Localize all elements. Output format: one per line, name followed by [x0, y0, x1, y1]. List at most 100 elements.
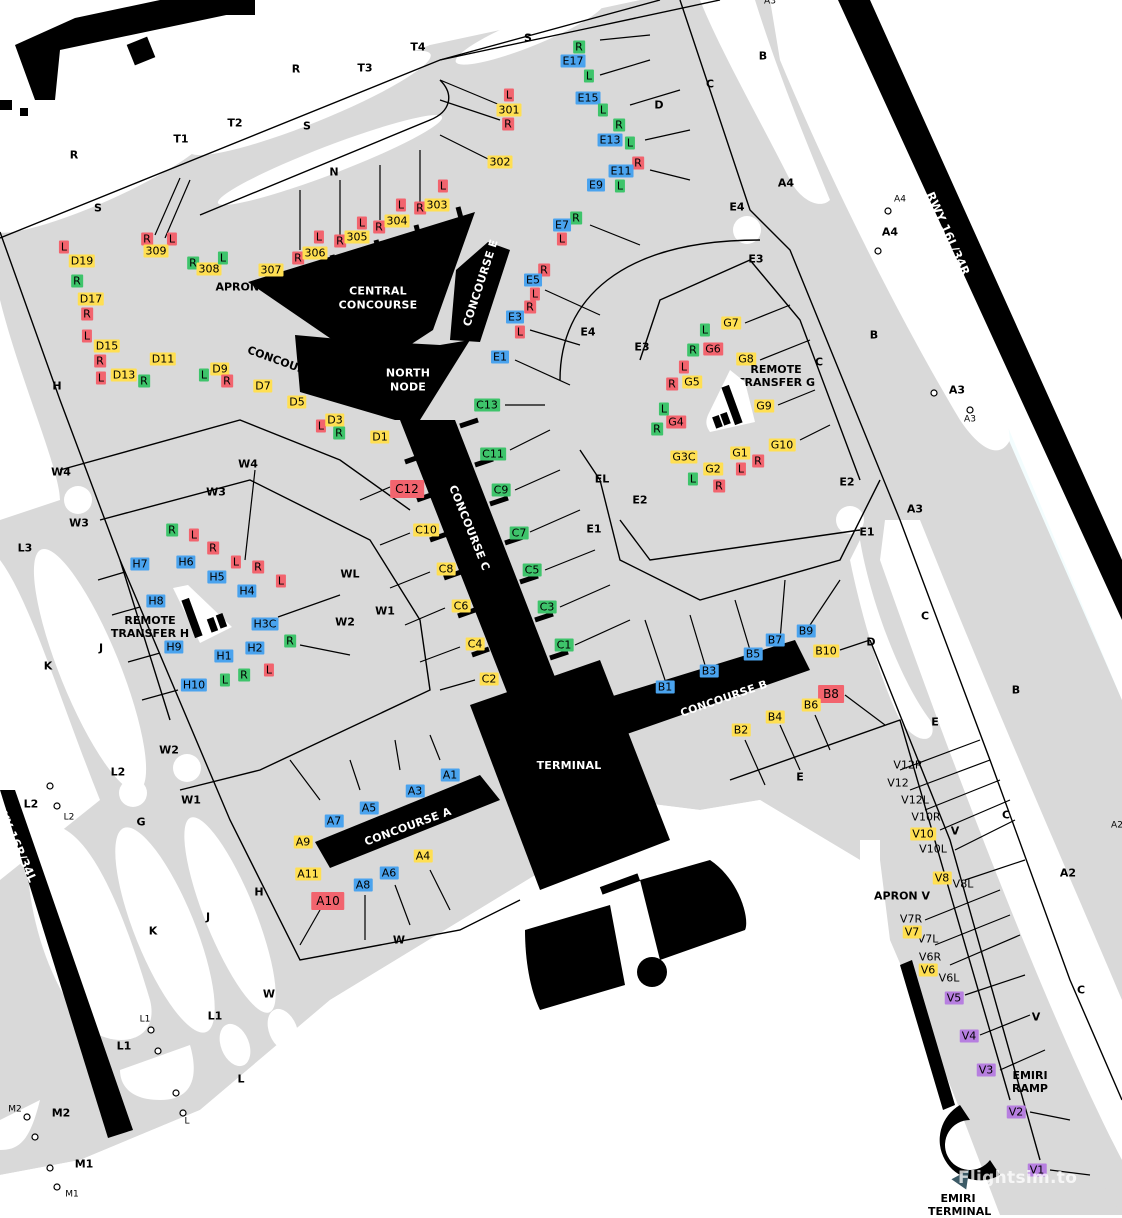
stand-badge[interactable]: R [166, 523, 178, 537]
stand-badge[interactable]: V5 [944, 991, 964, 1005]
stand-badge[interactable]: C13 [474, 398, 500, 412]
stand-badge[interactable]: H7 [130, 557, 150, 571]
stand-badge[interactable]: B1 [655, 680, 675, 694]
stand-badge[interactable]: L [217, 251, 229, 265]
stand-badge[interactable]: H8 [146, 594, 166, 608]
stand-badge[interactable]: B9 [796, 624, 816, 638]
stand-badge[interactable]: R [651, 422, 663, 436]
stand-badge[interactable]: A8 [353, 878, 373, 892]
stand-badge[interactable]: R [570, 211, 582, 225]
stand-badge[interactable]: R [292, 251, 304, 265]
stand-badge[interactable]: A10 [311, 892, 345, 910]
stand-badge[interactable]: B2 [731, 723, 751, 737]
stand-badge[interactable]: H10 [180, 678, 208, 692]
stand-badge[interactable]: L [583, 69, 595, 83]
stand-badge[interactable]: B10 [813, 644, 839, 658]
stand-badge[interactable]: L [263, 663, 275, 677]
stand-badge[interactable]: L [230, 555, 242, 569]
stand-badge[interactable]: V7 [902, 925, 922, 939]
stand-badge[interactable]: H2 [245, 641, 265, 655]
stand-badge[interactable]: D13 [110, 368, 138, 382]
stand-badge[interactable]: L [166, 232, 178, 246]
stand-badge[interactable]: A7 [324, 814, 344, 828]
stand-badge[interactable]: G1 [730, 446, 750, 460]
stand-badge[interactable]: C5 [522, 563, 542, 577]
stand-badge[interactable]: D9 [210, 362, 230, 376]
stand-badge[interactable]: E3 [506, 310, 524, 324]
stand-badge[interactable]: C7 [509, 526, 529, 540]
stand-badge[interactable]: A9 [293, 835, 313, 849]
stand-badge[interactable]: C1 [554, 638, 574, 652]
stand-badge[interactable]: V6 [918, 963, 938, 977]
stand-badge[interactable]: R [94, 354, 106, 368]
stand-badge[interactable]: E5 [524, 273, 542, 287]
stand-badge[interactable]: R [138, 374, 150, 388]
stand-badge[interactable]: E15 [575, 91, 601, 105]
stand-badge[interactable]: B7 [765, 633, 785, 647]
stand-badge[interactable]: L [313, 230, 325, 244]
stand-badge[interactable]: R [414, 201, 426, 215]
stand-badge[interactable]: L [678, 360, 690, 374]
stand-badge[interactable]: L [597, 103, 609, 117]
stand-badge[interactable]: G7 [721, 316, 741, 330]
stand-badge[interactable]: G5 [682, 375, 702, 389]
stand-badge[interactable]: R [573, 40, 585, 54]
stand-badge[interactable]: L [437, 179, 449, 193]
stand-badge[interactable]: D11 [149, 352, 177, 366]
stand-badge[interactable]: V3 [976, 1063, 996, 1077]
stand-badge[interactable]: R [252, 560, 264, 574]
stand-badge[interactable]: R [187, 256, 199, 270]
stand-badge[interactable]: L [275, 574, 287, 588]
stand-badge[interactable]: 304 [384, 214, 410, 228]
stand-badge[interactable]: 301 [496, 103, 522, 117]
stand-badge[interactable]: R [713, 479, 725, 493]
stand-badge[interactable]: V2 [1006, 1105, 1026, 1119]
stand-badge[interactable]: D17 [77, 292, 105, 306]
stand-badge[interactable]: L [556, 232, 568, 246]
stand-badge[interactable]: B6 [801, 698, 821, 712]
stand-badge[interactable]: L [658, 402, 670, 416]
stand-badge[interactable]: R [524, 300, 536, 314]
stand-badge[interactable]: R [284, 634, 296, 648]
stand-badge[interactable]: C2 [479, 672, 499, 686]
stand-badge[interactable]: 308 [196, 262, 222, 276]
stand-badge[interactable]: C11 [480, 447, 506, 461]
stand-badge[interactable]: L [315, 419, 327, 433]
stand-badge[interactable]: H3C [251, 617, 279, 631]
stand-badge[interactable]: G10 [768, 438, 796, 452]
stand-badge[interactable]: D7 [253, 379, 273, 393]
stand-badge[interactable]: R [71, 274, 83, 288]
stand-badge[interactable]: R [538, 263, 550, 277]
stand-badge[interactable]: D5 [287, 395, 307, 409]
stand-badge[interactable]: G8 [736, 352, 756, 366]
stand-badge[interactable]: C6 [451, 599, 471, 613]
stand-badge[interactable]: 303 [424, 198, 450, 212]
stand-badge[interactable]: 309 [143, 244, 169, 258]
stand-badge[interactable]: 306 [302, 246, 328, 260]
stand-badge[interactable]: C3 [537, 600, 557, 614]
stand-badge[interactable]: A6 [379, 866, 399, 880]
stand-badge[interactable]: V10 [910, 827, 936, 841]
stand-badge[interactable]: H6 [176, 555, 196, 569]
stand-badge[interactable]: A11 [295, 867, 321, 881]
stand-badge[interactable]: D15 [93, 339, 121, 353]
stand-badge[interactable]: E1 [491, 350, 509, 364]
stand-badge[interactable]: G4 [666, 415, 686, 429]
stand-badge[interactable]: A4 [413, 849, 433, 863]
stand-badge[interactable]: V4 [959, 1029, 979, 1043]
stand-badge[interactable]: L [198, 368, 210, 382]
stand-badge[interactable]: B5 [743, 647, 763, 661]
stand-badge[interactable]: E7 [553, 218, 571, 232]
stand-badge[interactable]: R [632, 156, 644, 170]
stand-badge[interactable]: 302 [487, 155, 513, 169]
stand-badge[interactable]: H9 [164, 640, 184, 654]
stand-badge[interactable]: R [333, 426, 345, 440]
stand-badge[interactable]: D3 [325, 413, 345, 427]
stand-badge[interactable]: R [752, 454, 764, 468]
stand-badge[interactable]: A3 [405, 784, 425, 798]
stand-badge[interactable]: L [219, 673, 231, 687]
stand-badge[interactable]: L [614, 179, 626, 193]
stand-badge[interactable]: L [188, 528, 200, 542]
stand-badge[interactable]: C8 [436, 562, 456, 576]
stand-badge[interactable]: L [529, 287, 541, 301]
